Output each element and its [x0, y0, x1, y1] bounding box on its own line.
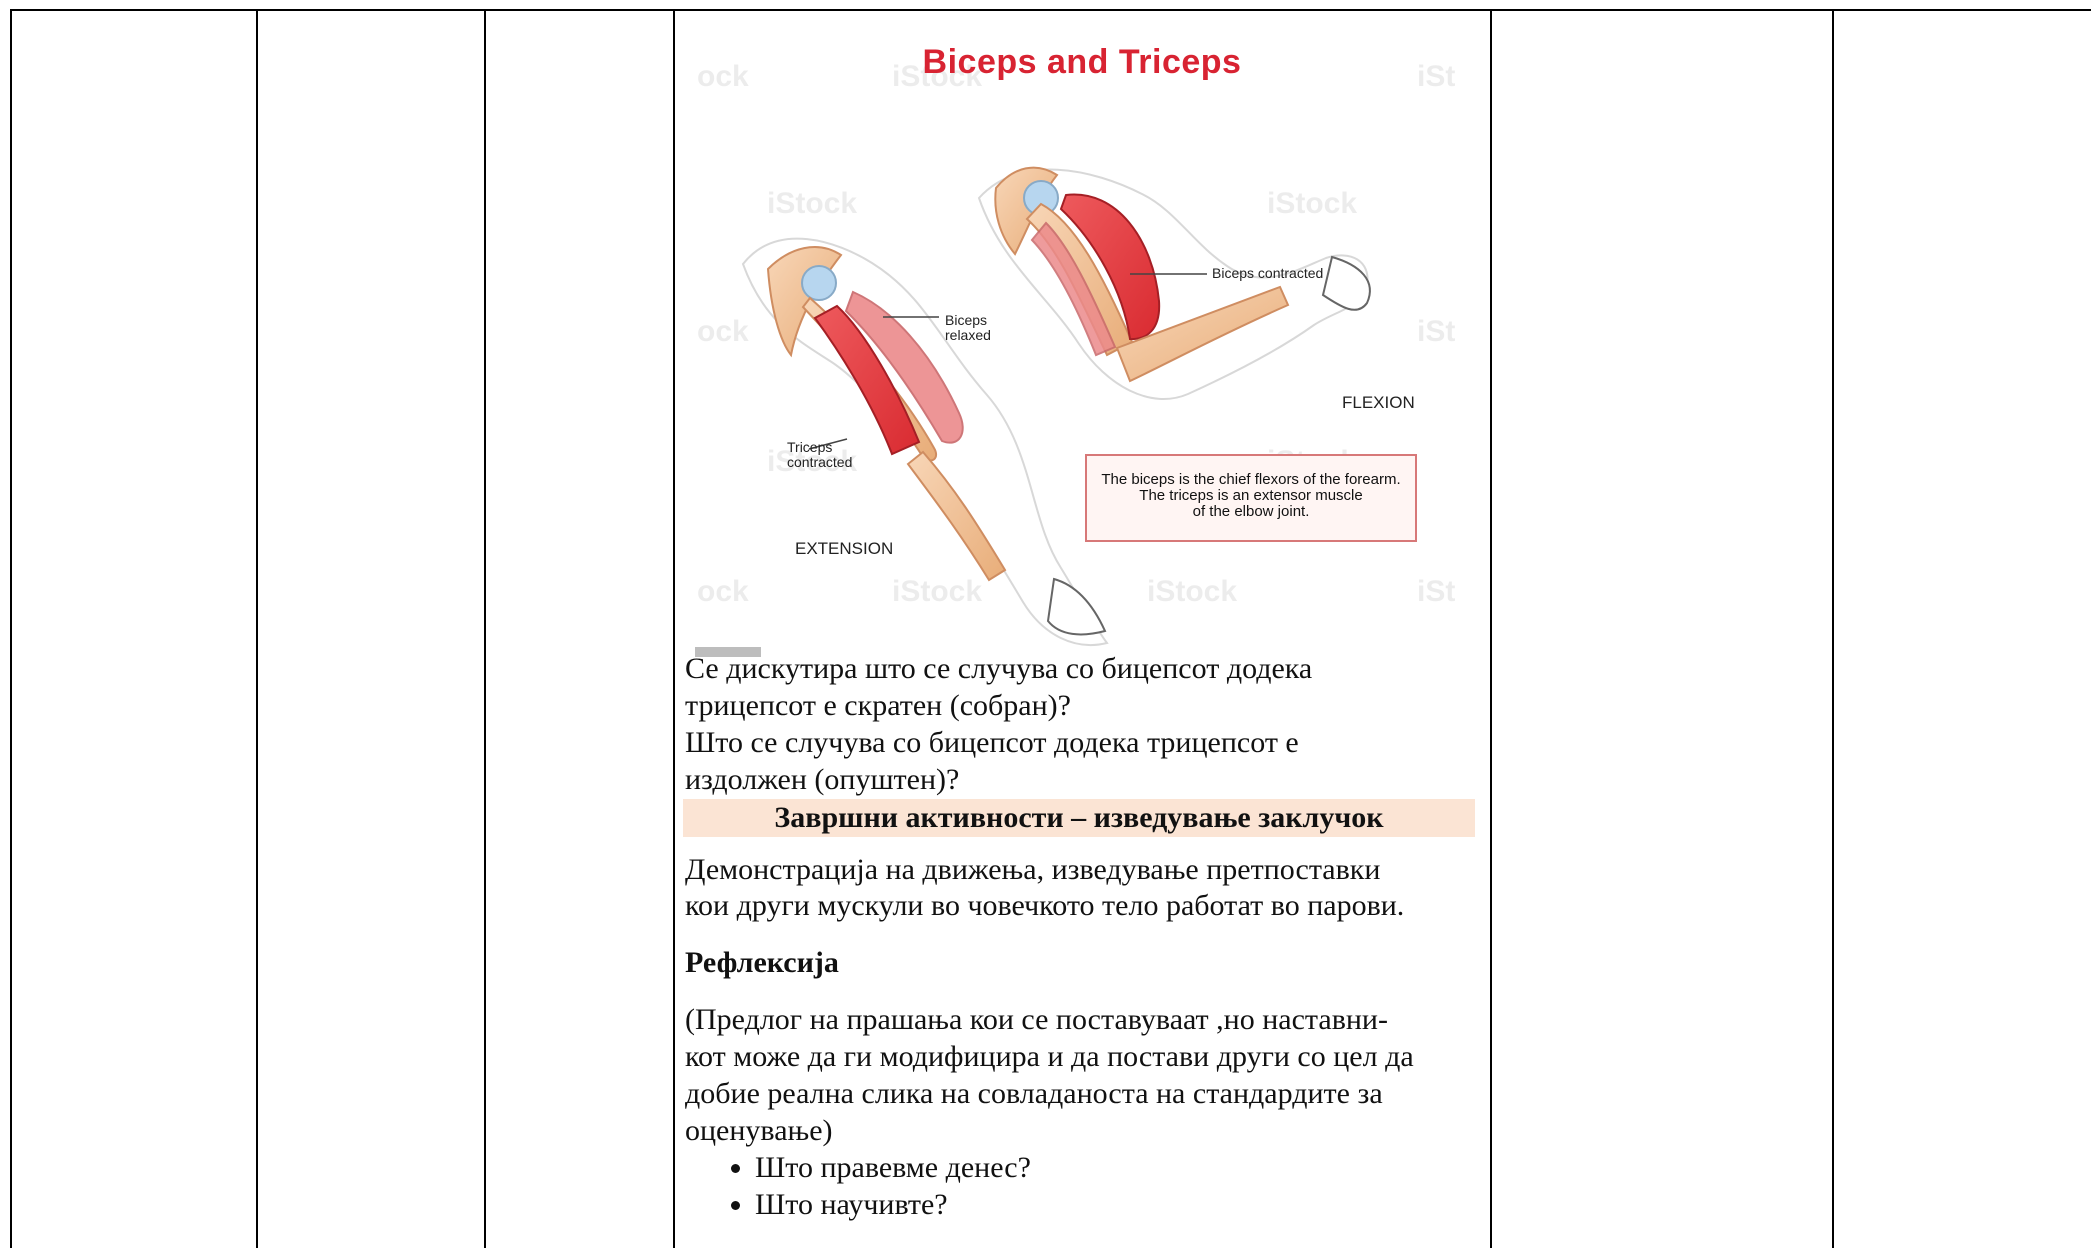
- watermark-mark: iStock: [1267, 187, 1357, 220]
- box-line: The biceps is the chief flexors of the f…: [1101, 471, 1401, 488]
- empty-cell-6: [1832, 9, 2091, 1248]
- flexion-hand: [1321, 255, 1371, 311]
- extension-triceps-muscle: [813, 304, 921, 456]
- text-line: (Предлог на прашања кои се поставуваат ,…: [685, 1003, 1388, 1037]
- lesson-plan-table: ock iStock iSt iStock iStock ock iSt iSt…: [10, 9, 2091, 1248]
- label-line: contracted: [787, 454, 853, 471]
- biceps-relaxed-label: Biceps relaxed: [945, 312, 991, 344]
- extension-label: EXTENSION: [795, 539, 894, 558]
- triceps-contracted-label: Triceps contracted: [787, 439, 853, 471]
- list-item: Што научивте?: [755, 1187, 1489, 1224]
- flexion-forearm-bone: [1115, 285, 1290, 383]
- table-row: ock iStock iSt iStock iStock ock iSt iSt…: [10, 9, 2091, 1248]
- empty-cell-5: [1490, 9, 1834, 1248]
- extension-shoulder-joint: [801, 265, 837, 301]
- spacer: [676, 925, 1489, 945]
- reflection-heading: Рефлексија: [685, 946, 839, 980]
- box-line: The triceps is an extensor muscle: [1139, 486, 1363, 504]
- text-line: издолжен (опуштен)?: [685, 762, 960, 796]
- watermark-mark: iSt: [1417, 60, 1455, 93]
- text-line: трицепсот е скратен (собран)?: [685, 688, 1071, 722]
- text-line: кои други мускули во човечкото тело рабо…: [685, 889, 1405, 923]
- extension-forearm-bone: [906, 450, 1007, 582]
- watermark-mark: iStock: [892, 60, 982, 93]
- biceps-triceps-figure: ock iStock iSt iStock iStock ock iSt iSt…: [687, 12, 1482, 657]
- text-line: кот може да ги модифицира и да постави д…: [685, 1040, 1414, 1074]
- muscle-function-box: The biceps is the chief flexors of the f…: [1085, 454, 1417, 542]
- discussion-question: Се дискутира што се случува со бицепсот …: [685, 651, 1489, 799]
- watermark-mark: iStock: [1147, 575, 1237, 608]
- watermark-mark: ock: [697, 315, 749, 348]
- label-line: Triceps: [787, 439, 833, 455]
- flexion-biceps-muscle: [1059, 193, 1161, 341]
- text-line: Што се случува со бицепсот додека трицеп…: [685, 725, 1299, 759]
- arm-anatomy-illustration: ock iStock iSt iStock iStock ock iSt iSt…: [697, 60, 1455, 647]
- figure-title: Biceps and Triceps: [922, 43, 1242, 81]
- text-line: Се дискутира што се случува со бицепсот …: [685, 652, 1313, 685]
- text-line: Демонстрација на движења, изведување пре…: [685, 852, 1381, 886]
- watermark-mark: iSt: [1417, 315, 1455, 348]
- text-line: добие реална слика на совладаноста на ст…: [685, 1077, 1383, 1111]
- closing-activities-heading: Завршни активности – изведување заклучок: [683, 798, 1475, 837]
- label-line: Biceps: [945, 312, 988, 328]
- extension-biceps-muscle: [844, 290, 964, 444]
- box-line: of the elbow joint.: [1192, 502, 1310, 520]
- triceps-contracted-leader: [808, 438, 848, 450]
- watermark-mark: iStock: [767, 445, 857, 478]
- watermark-mark: iStock: [767, 187, 857, 220]
- spacer: [676, 837, 1489, 852]
- watermark-mark: iStock: [892, 575, 982, 608]
- flexion-triceps-muscle: [1030, 221, 1117, 357]
- extension-hand: [1046, 577, 1107, 636]
- watermark-mark: ock: [697, 60, 749, 93]
- empty-cell-1: [10, 9, 258, 1248]
- list-item: Што правевме денес?: [755, 1150, 1489, 1187]
- biceps-contracted-label: Biceps contracted: [1212, 265, 1324, 281]
- closing-activities-text: Демонстрација на движења, изведување пре…: [685, 852, 1489, 926]
- watermark-mark: iSt: [1417, 575, 1455, 608]
- reflection-question-list: Што правевме денес? Што научивте?: [676, 1150, 1489, 1224]
- label-line: relaxed: [945, 327, 991, 344]
- empty-cell-3: [484, 9, 675, 1248]
- reflection-text: (Предлог на прашања кои се поставуваат ,…: [685, 1002, 1489, 1150]
- image-id-bar: [695, 647, 761, 657]
- spacer: [676, 982, 1489, 1002]
- text-line: оценување): [685, 1113, 833, 1147]
- activity-content-cell: ock iStock iSt iStock iStock ock iSt iSt…: [673, 9, 1492, 1248]
- flexion-label: FLEXION: [1342, 393, 1415, 412]
- watermark-mark: ock: [697, 575, 749, 608]
- empty-cell-2: [256, 9, 486, 1248]
